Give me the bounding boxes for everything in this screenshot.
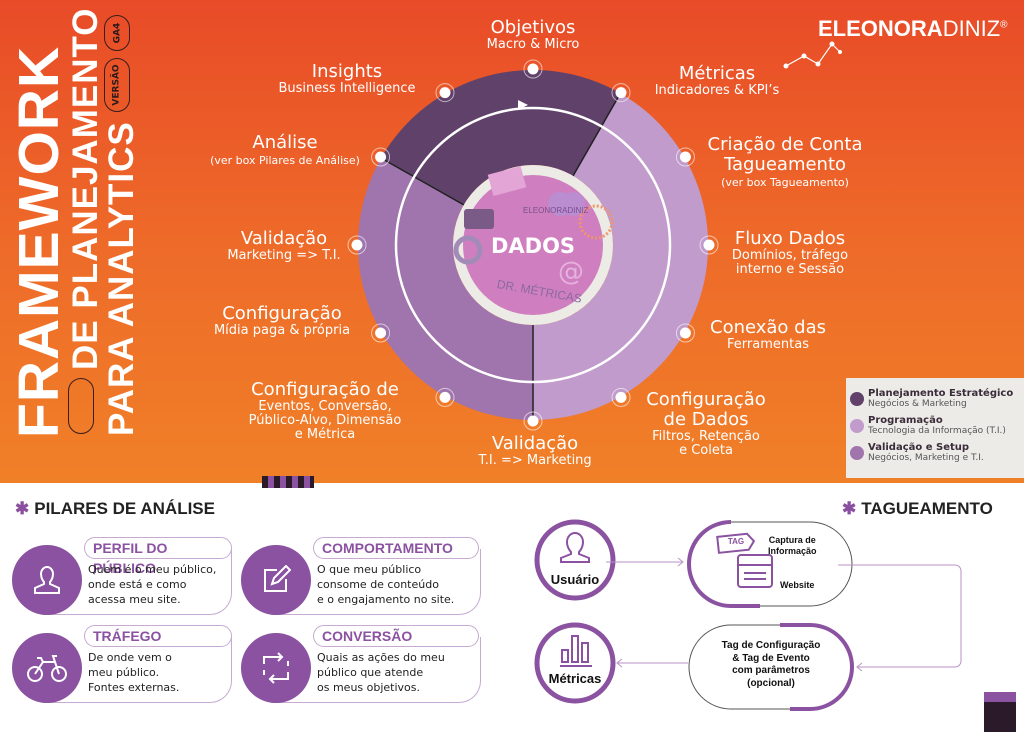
cycle-dot-ring xyxy=(435,387,455,407)
user-outline-icon xyxy=(560,532,590,563)
cycle-dot xyxy=(615,391,627,403)
usuario-label: Usuário xyxy=(550,572,600,587)
center-label: DADOS xyxy=(491,234,575,258)
corner-decoration xyxy=(984,692,1016,732)
checker-decoration xyxy=(262,476,314,488)
user-icon xyxy=(34,566,60,594)
cycle-dot xyxy=(703,239,715,251)
cycle-dot xyxy=(527,63,539,75)
website-label: Website xyxy=(780,580,815,590)
version-badge: VERSÃO xyxy=(104,58,130,112)
title-pill xyxy=(68,378,94,434)
cycle-dot xyxy=(679,151,691,163)
cycle-dot-ring xyxy=(371,147,391,167)
bicycle-icon xyxy=(27,655,67,682)
metricas-label: Métricas xyxy=(548,671,602,686)
framework-panel: FRAMEWORK DE PLANEJAMENTO PARA ANALYTICS… xyxy=(0,0,1024,488)
cycle-wheel: @ ELEONORADINIZ DR. MÉTRICAS DADOS xyxy=(347,59,719,431)
tagueamento-heading: ✱TAGUEAMENTO xyxy=(842,499,993,518)
edit-icon xyxy=(264,565,291,592)
tag-label: TAG xyxy=(727,537,745,546)
website-icon xyxy=(737,554,773,588)
svg-text:@: @ xyxy=(558,257,584,287)
programming-segment xyxy=(533,93,709,421)
cycle-dot-ring xyxy=(347,235,367,255)
refresh-icon xyxy=(263,652,289,684)
cycle-dot xyxy=(375,327,387,339)
cycle-dot-ring xyxy=(675,147,695,167)
cycle-ring xyxy=(394,106,672,384)
pilares-heading: ✱PILARES DE ANÁLISE xyxy=(15,499,215,518)
cycle-dot-ring xyxy=(611,83,631,103)
cycle-dot-ring xyxy=(611,387,631,407)
cycle-dot xyxy=(375,151,387,163)
validation-segment xyxy=(357,157,533,420)
planning-segment xyxy=(381,69,621,205)
cycle-dot-ring xyxy=(371,323,391,343)
cycle-dot xyxy=(615,87,627,99)
cycle-dot-ring xyxy=(523,411,543,431)
cycle-dot xyxy=(439,391,451,403)
constellation-icon xyxy=(783,41,842,69)
cycle-dot-ring xyxy=(435,83,455,103)
cycle-dot xyxy=(679,327,691,339)
cycle-dot-ring xyxy=(523,59,543,79)
cycle-dot-ring xyxy=(699,235,719,255)
bar-chart-icon xyxy=(560,635,592,667)
cycle-label-analise: Análise(ver box Pilares de Análise) xyxy=(210,132,360,167)
cycle-dot xyxy=(351,239,363,251)
center-logo-text: ELEONORADINIZ xyxy=(523,206,588,215)
cycle-dot xyxy=(439,87,451,99)
cycle-arrow-icon xyxy=(518,100,528,110)
ga4-badge: GA4 xyxy=(104,15,130,51)
cycle-dot xyxy=(527,415,539,427)
cycle-dot-ring xyxy=(675,323,695,343)
